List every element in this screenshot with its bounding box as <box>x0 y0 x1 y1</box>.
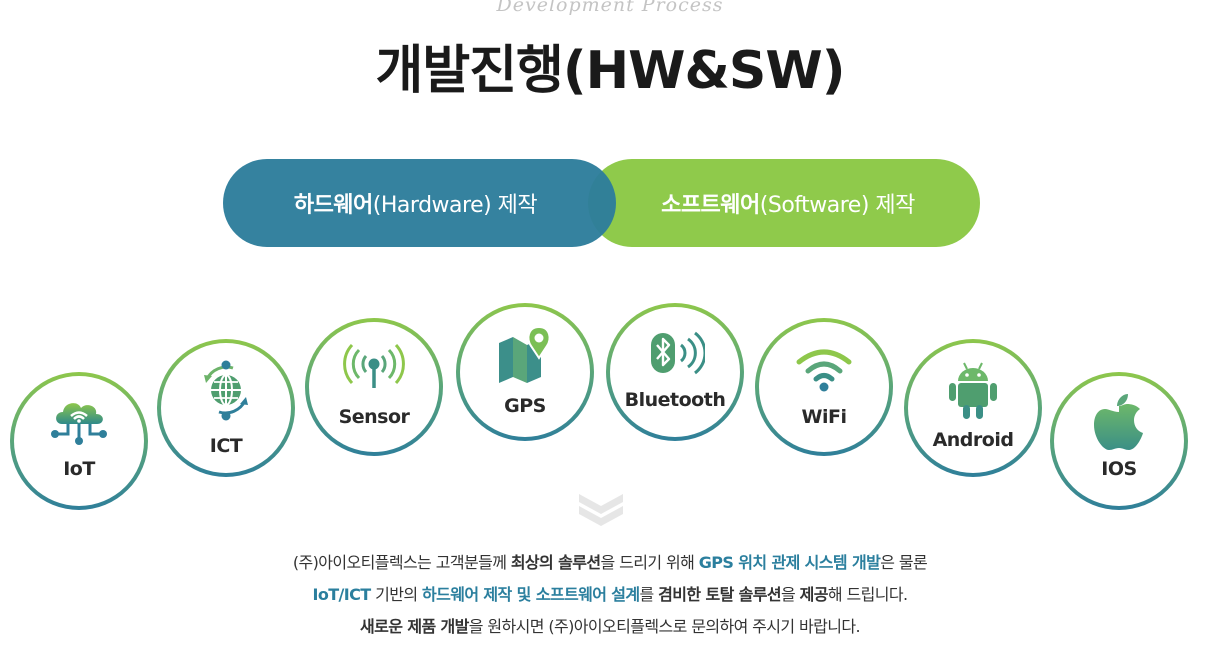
desc-l1-text-3: 은 물론 <box>880 553 928 572</box>
map-pin-icon <box>499 325 551 383</box>
apple-icon <box>1094 394 1143 450</box>
tech-circle-wifi: WiFi <box>755 318 893 456</box>
hardware-pill-bold: 하드웨어 <box>293 193 373 218</box>
tech-label-bluetooth: Bluetooth <box>624 389 726 411</box>
description-line-3: 새로운 제품 개발을 원하시면 (주)아이오티플렉스로 문의하여 주시기 바랍니… <box>0 613 1220 637</box>
tech-label-gps: GPS <box>504 395 546 417</box>
tech-circle-sensor: Sensor <box>305 318 443 456</box>
desc-l1-bold-1: 최상의 솔루션 <box>510 553 601 572</box>
desc-l2-text-1: 기반의 <box>370 585 422 604</box>
tech-label-iot: IoT <box>63 458 95 480</box>
bluetooth-icon <box>651 331 705 375</box>
desc-l2-bold-1: 겸비한 토탈 솔루션 <box>658 585 782 604</box>
android-icon <box>949 362 997 419</box>
desc-l1-text-2: 을 드리기 위해 <box>600 553 699 572</box>
software-pill-bold: 소프트웨어 <box>661 193 760 218</box>
desc-l3-text-1: 을 원하시면 (주)아이오티플렉스로 문의하여 주시기 바랍니다. <box>468 617 861 636</box>
tech-label-android: Android <box>932 429 1014 451</box>
description-line-1: (주)아이오티플렉스는 고객분들께 최상의 솔루션을 드리기 위해 GPS 위치… <box>0 549 1220 573</box>
desc-l2-text-4: 해 드립니다. <box>827 585 908 604</box>
sensor-signal-icon <box>343 344 405 388</box>
desc-l2-text-3: 을 <box>781 585 800 604</box>
desc-l2-highlight-2: 하드웨어 제작 및 소프트웨어 설계 <box>421 585 640 604</box>
tech-label-ios: IOS <box>1101 458 1137 480</box>
tech-circle-ict: ICT <box>157 339 295 477</box>
description-line-2: IoT/ICT 기반의 하드웨어 제작 및 소프트웨어 설계를 겸비한 토탈 솔… <box>0 581 1220 605</box>
desc-l2-text-2: 를 <box>639 585 659 604</box>
tech-label-sensor: Sensor <box>338 406 410 428</box>
tech-label-wifi: WiFi <box>801 406 847 428</box>
desc-l1-highlight-1: GPS 위치 관제 시스템 개발 <box>698 553 881 572</box>
wifi-icon <box>796 349 852 392</box>
section-eyebrow: Development Process <box>496 0 724 16</box>
desc-l1-text-1: (주)아이오티플렉스는 고객분들께 <box>292 553 511 572</box>
software-pill: 소프트웨어(Software) 제작 <box>588 159 980 247</box>
chevron-down-icon <box>579 494 623 526</box>
software-pill-rest: (Software) 제작 <box>759 193 916 218</box>
page-title: 개발진행(HW&SW) <box>375 41 846 101</box>
desc-l3-bold-1: 새로운 제품 개발 <box>360 617 469 636</box>
tech-circle-gps: GPS <box>456 303 594 441</box>
tech-circle-bluetooth: Bluetooth <box>606 303 744 441</box>
tech-circle-iot: IoT <box>10 372 148 510</box>
desc-l2-highlight-1: IoT/ICT <box>312 585 372 604</box>
hardware-pill-rest: (Hardware) 제작 <box>372 193 538 218</box>
desc-l2-bold-2: 제공 <box>799 585 829 604</box>
tech-label-ict: ICT <box>209 435 243 457</box>
globe-sync-icon <box>204 360 248 421</box>
tech-circle-ios: IOS <box>1050 372 1188 510</box>
tech-circle-android: Android <box>904 339 1042 477</box>
hardware-pill: 하드웨어(Hardware) 제작 <box>223 159 616 247</box>
iot-cloud-icon <box>51 403 107 445</box>
